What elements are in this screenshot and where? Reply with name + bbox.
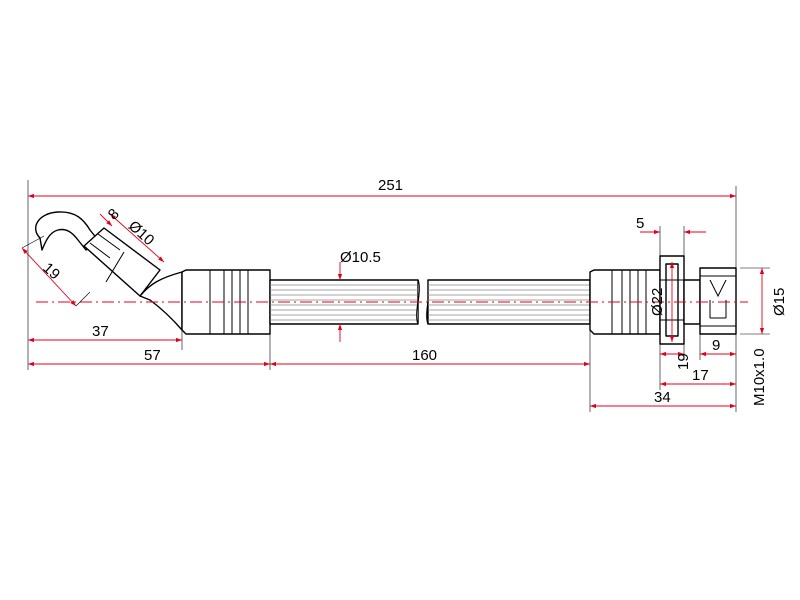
label-nut-length: 9: [712, 337, 720, 354]
dim-line-elbow-width: [99, 213, 113, 227]
dim-line-elbow-dia: [109, 213, 165, 263]
label-nut-diameter: Ø15: [771, 288, 788, 316]
label-flange-diameter: Ø22: [649, 288, 666, 316]
label-thread: M10x1.0: [751, 348, 768, 406]
label-bend-length: 37: [92, 323, 109, 340]
label-hose-diameter: Ø10.5: [340, 249, 381, 266]
label-elbow-offset: 19: [39, 259, 63, 283]
dimension-lines: [21, 193, 765, 409]
dimension-labels: 251 8 Ø10 19 37 57 Ø10.5 160 5 Ø22 Ø15 9…: [39, 177, 788, 406]
dim-line-elbow-offset: [21, 247, 77, 307]
label-fitting-length: 57: [144, 347, 161, 364]
label-end-length: 17: [692, 367, 709, 384]
label-elbow-diameter: Ø10: [125, 217, 157, 249]
label-flange-width: 19: [675, 353, 692, 370]
left-elbow-pipe: [35, 211, 183, 331]
label-flange-thickness: 5: [636, 215, 644, 232]
label-overall-length: 251: [378, 177, 403, 194]
label-elbow-width: 8: [105, 205, 123, 223]
label-hose-length: 160: [412, 347, 437, 364]
label-end-fitting-length: 34: [654, 389, 671, 406]
end-nut: [699, 267, 737, 335]
